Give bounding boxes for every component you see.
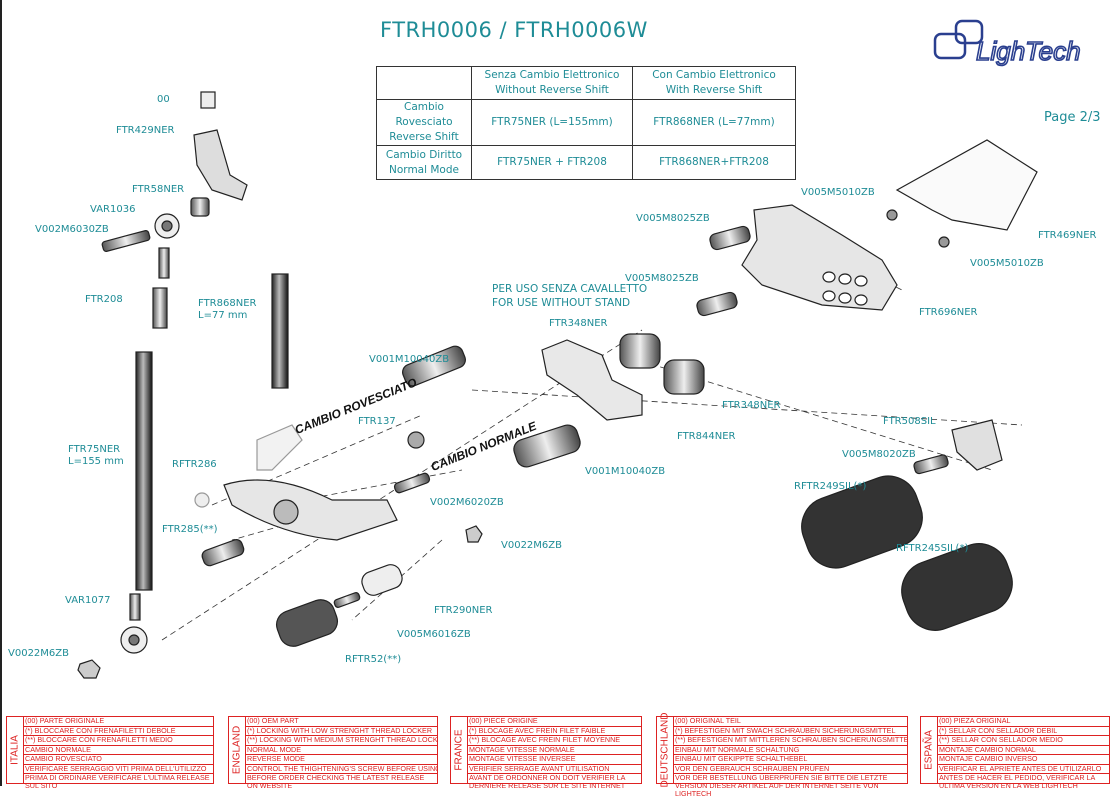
legend-line: (00) OEM PART bbox=[245, 717, 437, 727]
part-label: FTR429NER bbox=[116, 125, 175, 136]
legend-line: (00) PIEZA ORIGINAL bbox=[937, 717, 1109, 727]
legend-italia: ITALIA (00) PARTE ORIGINALE (*) BLOCCARE… bbox=[6, 716, 214, 790]
part-label: V001M10040ZB bbox=[369, 354, 450, 365]
legend-line: EINBAU MIT NORMALE SCHALTUNG bbox=[673, 746, 907, 755]
lightech-logo: LighTech bbox=[933, 19, 1081, 67]
part-label: V002M6020ZB bbox=[430, 497, 504, 508]
legend-country: ESPAÑA bbox=[921, 717, 938, 783]
legend-line: (00) PARTE ORIGINALE bbox=[23, 717, 213, 727]
legend-line: (*) BLOCCARE CON FRENAFILETTI DEBOLE bbox=[23, 727, 213, 736]
legend-line: EINBAU MIT GEKIPPTE SCHALTHEBEL bbox=[673, 755, 907, 765]
stand-note: PER USO SENZA CAVALLETTO FOR USE WITHOUT… bbox=[492, 283, 648, 309]
legend-espana: ESPAÑA (00) PIEZA ORIGINAL (*) SELLAR CO… bbox=[920, 716, 1110, 790]
part-label: V005M5010ZB bbox=[801, 187, 875, 198]
part-label: RFTR249SIL(*) bbox=[794, 481, 867, 492]
legend-line: NORMAL MODE bbox=[245, 746, 437, 755]
part-label: FTR508SIL bbox=[883, 416, 936, 427]
part-label: FTR208 bbox=[85, 294, 123, 305]
legend-line: (**) BLOCAGE AVEC FREIN FILET MOYENNE bbox=[467, 736, 641, 746]
legend-line: CONTROL THE THIGHTENING'S SCREW BEFORE U… bbox=[245, 764, 437, 774]
part-label: RFTR245SIL(*) bbox=[896, 543, 969, 554]
legend-line: (**) LOCKING WITH MEDIUM STRENGHT THREAD… bbox=[245, 736, 437, 746]
part-label: 00 bbox=[157, 94, 170, 105]
legend-deutschland: DEUTSCHLAND (00) ORIGINAL TEIL (*) BEFES… bbox=[656, 712, 908, 798]
part-label: FTR348NER bbox=[722, 400, 781, 411]
legend-line: CAMBIO ROVESCIATO bbox=[23, 755, 213, 765]
legend-line: (*) BEFESTIGEN MIT SWACH SCHRAUBEN SICHE… bbox=[673, 727, 907, 736]
part-label: FTR469NER bbox=[1038, 230, 1097, 241]
part-label: FTR75NER L=155 mm bbox=[68, 444, 124, 467]
legend-line: (00) PIECE ORIGINE bbox=[467, 717, 641, 727]
legend-line: REVERSE MODE bbox=[245, 755, 437, 765]
part-label: V002M6030ZB bbox=[35, 224, 109, 235]
logo-wordmark: LighTech bbox=[976, 36, 1081, 66]
legend-line: (00) ORIGINAL TEIL bbox=[673, 717, 907, 727]
part-label: V005M8020ZB bbox=[842, 449, 916, 460]
exploded-view-drawing bbox=[77, 91, 1038, 679]
legend-line: VERIFICARE SERRAGGIO VITI PRIMA DELL'UTI… bbox=[23, 765, 213, 774]
row-label-normal-mode: Cambio Diritto Normal Mode bbox=[376, 145, 472, 180]
legend-line: VERIFIER SERRAGE AVANT UTILISATION bbox=[467, 765, 641, 774]
legend-country: FRANCE bbox=[451, 717, 468, 783]
part-label: V001M10040ZB bbox=[585, 466, 666, 477]
reference-table: Senza Cambio Elettronico Without Reverse… bbox=[376, 66, 796, 180]
part-label: FTR696NER bbox=[919, 307, 978, 318]
part-label: FTR137 bbox=[358, 416, 396, 427]
legend-line: MONTAGE VITESSE INVERSEE bbox=[467, 755, 641, 765]
legend-line: (**) SELLAR CON SELLADOR MEDIO bbox=[937, 736, 1109, 746]
part-label: V005M8025ZB bbox=[636, 213, 710, 224]
part-label: FTR285(**) bbox=[162, 524, 218, 535]
legend-line: CAMBIO NORMALE bbox=[23, 746, 213, 755]
part-label: V005M8025ZB bbox=[625, 273, 699, 284]
part-label: V005M5010ZB bbox=[970, 258, 1044, 269]
page-number: Page 2/3 bbox=[1044, 110, 1101, 125]
legend-line: VOR DEN GEBRAUCH SCHRAUBEN PRÜFEN bbox=[673, 765, 907, 774]
legend-line: (*) LOCKING WITH LOW STRENGHT THREAD LOC… bbox=[245, 727, 437, 736]
legend-line: AVANT DE ORDONNER ON DOIT VERIFIER LA DE… bbox=[469, 774, 626, 790]
part-label: FTR290NER bbox=[434, 605, 493, 616]
legend-line: VOR DER BESTELLUNG ÜBERPRÜFEN SIE BITTE … bbox=[675, 774, 888, 798]
part-label: V005M6016ZB bbox=[397, 629, 471, 640]
col-header-without-reverse: Senza Cambio Elettronico Without Reverse… bbox=[471, 66, 633, 100]
part-label: V0022M6ZB bbox=[8, 648, 69, 659]
legend-country: ENGLAND bbox=[229, 717, 246, 783]
part-label: RFTR52(**) bbox=[345, 654, 402, 665]
table-cell: FTR868NER+FTR208 bbox=[632, 145, 796, 180]
legend-line: (**) BEFESTIGEN MIT MITTLEREN SCHRAUBEN … bbox=[673, 736, 907, 746]
table-cell: FTR75NER (L=155mm) bbox=[471, 99, 633, 146]
page-title: FTRH0006 / FTRH0006W bbox=[380, 18, 648, 42]
legend-line: VERIFICAR EL APRIETE ANTES DE UTILIZARLO bbox=[937, 765, 1109, 774]
part-label: RFTR286 bbox=[172, 459, 217, 470]
legend-line: ANTES DE HACER EL PEDIDO, VERIFICAR LA U… bbox=[939, 774, 1095, 790]
legend-line: (**) BLOCCARE CON FRENAFILETTI MEDIO bbox=[23, 736, 213, 746]
part-label: FTR348NER bbox=[549, 318, 608, 329]
col-header-with-reverse: Con Cambio Elettronico With Reverse Shif… bbox=[632, 66, 796, 100]
part-label: VAR1077 bbox=[65, 595, 111, 606]
legend-country: ITALIA bbox=[7, 717, 24, 783]
legend-line: MONTAJE CAMBIO INVERSO bbox=[937, 755, 1109, 765]
legend-line: (*) BLOCAGE AVEC FREIN FILET FAIBLE bbox=[467, 727, 641, 736]
table-cell: FTR75NER + FTR208 bbox=[471, 145, 633, 180]
part-label: VAR1036 bbox=[90, 204, 136, 215]
part-label: FTR844NER bbox=[677, 431, 736, 442]
legend-line: PRIMA DI ORDINARE VERIFICARE L'ULTIMA RE… bbox=[25, 774, 210, 790]
part-label: V0022M6ZB bbox=[501, 540, 562, 551]
legend-line: MONTAGE VITESSE NORMALE bbox=[467, 746, 641, 755]
legend-england: ENGLAND (00) OEM PART (*) LOCKING WITH L… bbox=[228, 716, 438, 790]
part-label: FTR868NER L=77 mm bbox=[198, 298, 257, 321]
legend-line: MONTAJE CAMBIO NORMAL bbox=[937, 746, 1109, 755]
legend-line: (*) SELLAR CON SELLADOR DEBIL bbox=[937, 727, 1109, 736]
legend-france: FRANCE (00) PIECE ORIGINE (*) BLOCAGE AV… bbox=[450, 716, 642, 790]
legend-line: BEFORE ORDER CHECKING THE LATEST RELEASE… bbox=[247, 774, 425, 790]
legend-country: DEUTSCHLAND bbox=[657, 712, 674, 788]
part-label: FTR58NER bbox=[132, 184, 185, 195]
